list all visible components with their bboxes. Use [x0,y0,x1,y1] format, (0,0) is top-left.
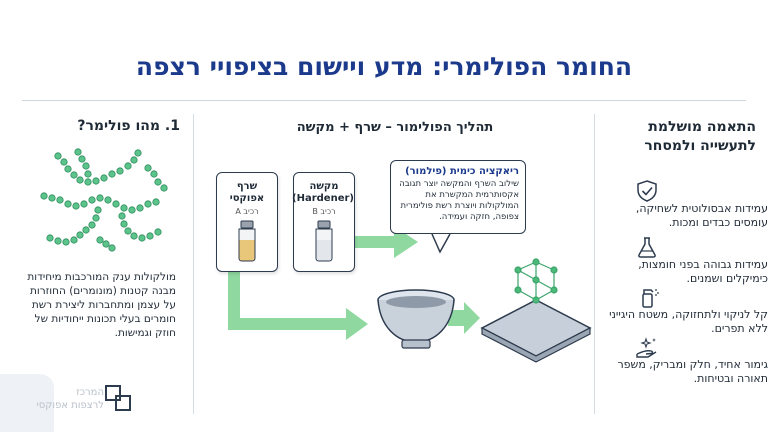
watermark-line1: המרכז [76,387,104,398]
resin-title-line1: שרף [236,181,258,192]
mixing-bowl-icon [377,289,455,349]
benefits-heading-line2: לתעשייה ולמסחר [644,138,756,154]
shield-check-icon [637,180,657,202]
reaction-title: ריאקציה כימית (פילמור) [405,166,519,177]
watermark-text: המרכז לרצפות אפוקסי [14,386,104,412]
hardener-subtitle: רכיב B [312,207,336,216]
title-divider [22,100,746,101]
column-divider-right [594,114,595,414]
flask-icon [638,237,656,258]
polymer-heading: 1. מהו פולימר? [77,118,180,134]
benefits-column: התאמה מושלמת לתעשייה ולמסחר [596,118,756,156]
page-title: החומר הפולימרי: מדע ויישום בציפויי רצפה [135,52,633,81]
resin-card: שרף אפוקסי רכיב A [216,172,278,272]
benefits-heading: התאמה מושלמת לתעשייה ולמסחר [596,118,756,156]
process-heading: תהליך הפולימור – שרף + מקשה [296,120,494,135]
hardener-title: מקשה (Hardener) [292,181,354,205]
hardener-vial-icon [315,220,333,262]
corner-panel [0,374,54,432]
benefits-heading-line1: התאמה מושלמת [648,119,756,135]
hardener-title-line1: מקשה [309,181,339,192]
hardener-title-line2: (Hardener) [292,193,354,204]
column-divider-left [193,114,194,414]
benefit-text: עמידות גבוהה בפני חומצות, כימיקלים ושמני… [638,258,768,285]
polymer-chains-illustration [40,148,168,252]
polymer-chain [46,148,102,246]
resin-title-line2: אפוקסי [229,193,265,204]
watermark-line2: לרצפות אפוקסי [36,400,104,411]
arrow-resin-to-bowl [228,272,368,340]
benefit-text: קל לניקוי ולתחזוקה, משטח היגייני ללא תפר… [609,308,768,335]
resin-subtitle: רכיב A [235,207,259,216]
process-illustration [228,226,592,363]
resin-title: שרף אפוקסי [217,181,277,205]
callout-pointer [431,233,451,254]
resin-vial-icon [238,220,256,262]
cleaning-spray-icon [642,289,659,308]
polymer-chain [96,164,168,252]
benefit-text: עמידות אבסולוטית לשחיקה, עומסים כבדים ומ… [635,202,768,229]
reaction-callout: ריאקציה כימית (פילמור) שילוב השרף והמקשה… [390,160,526,234]
sparkle-hand-icon [636,337,657,358]
floor-slab-icon [480,258,592,363]
hardener-card: מקשה (Hardener) רכיב B [292,172,355,272]
reaction-body: שילוב השרף והמקשה יוצר תגובה אקסותרמית ה… [399,179,519,222]
arrow-bowl-to-floor [448,302,480,334]
polymer-chain [40,192,160,214]
benefit-text: גימור אחיד, חלק ומבריק, משפר תאורה ובטיח… [617,358,768,385]
polymer-description: מולקולות ענק המורכבות מיחידות מבנה קטנות… [27,271,176,339]
brand-logo-icon [105,385,131,411]
polymer-chain [54,149,142,186]
